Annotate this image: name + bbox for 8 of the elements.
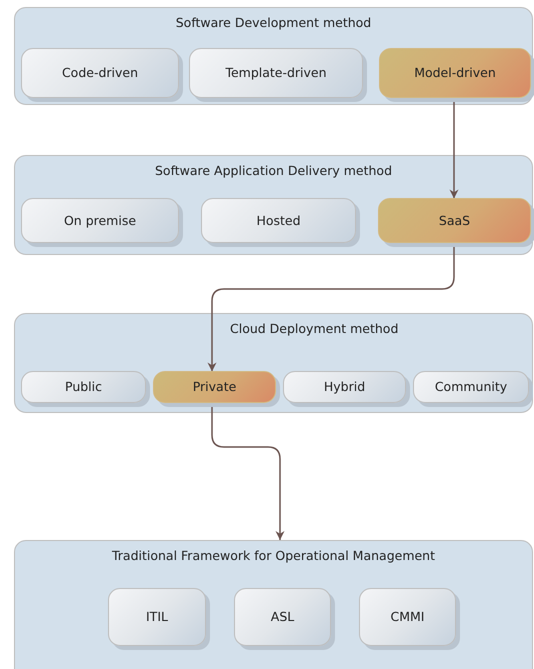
group-panel — [14, 540, 533, 669]
panel-title: Traditional Framework for Operational Management — [112, 548, 436, 563]
group-panel — [14, 7, 533, 105]
group-panel — [14, 155, 533, 255]
panel-title: Cloud Deployment method — [230, 321, 398, 336]
panel-title: Software Application Delivery method — [154, 163, 392, 178]
group-panel — [14, 313, 533, 413]
panel-title: Software Development method — [176, 15, 372, 30]
